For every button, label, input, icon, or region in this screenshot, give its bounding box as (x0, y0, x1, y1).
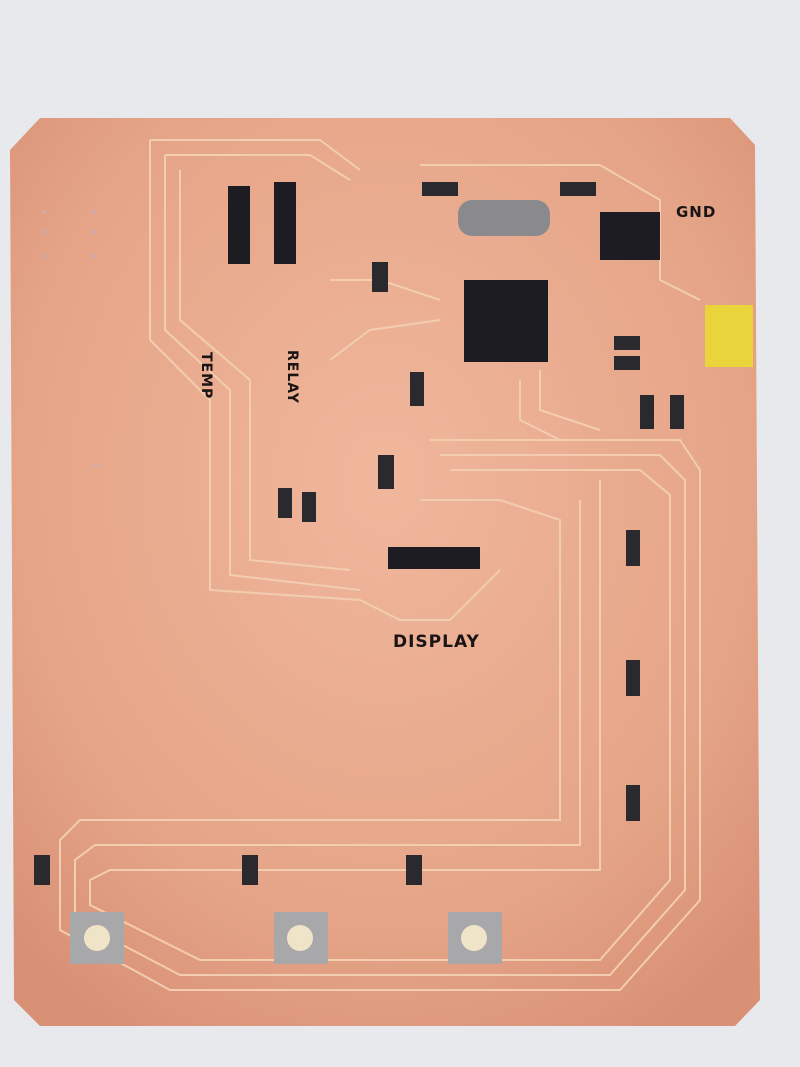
board-outline (10, 118, 760, 1026)
header-gnd (600, 212, 660, 260)
header-display (388, 547, 480, 569)
push-buttons (70, 912, 502, 964)
header-relay (274, 182, 296, 264)
gnd-label: GND (676, 203, 717, 221)
microcontroller (464, 280, 548, 362)
crystal (458, 200, 550, 236)
resistors (34, 182, 684, 885)
header-temp (228, 186, 250, 264)
temp-label: TEMP (198, 352, 214, 400)
usb-connector (705, 305, 753, 367)
display-label: DISPLAY (393, 632, 480, 652)
relay-label: RELAY (284, 350, 300, 404)
